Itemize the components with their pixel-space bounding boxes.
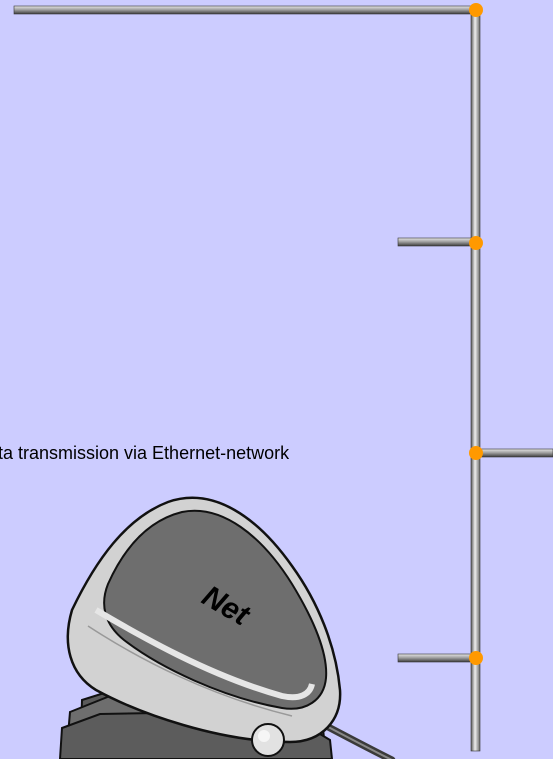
device-top-panel — [103, 509, 328, 710]
connection-points — [469, 3, 483, 665]
diagram-caption: ta transmission via Ethernet-network — [0, 443, 290, 463]
branch-pipe-top — [13, 5, 477, 15]
branch-pipe-4 — [397, 653, 477, 663]
branch-pipe-3 — [475, 448, 553, 458]
connector-dot — [469, 446, 483, 460]
backbone-pipe — [470, 7, 481, 752]
connector-dot — [469, 3, 483, 17]
connector-dot — [469, 236, 483, 250]
network-device-icon: Net — [58, 496, 396, 759]
device-band — [94, 607, 315, 701]
branch-pipe-2 — [397, 237, 477, 247]
connector-dot — [469, 651, 483, 665]
